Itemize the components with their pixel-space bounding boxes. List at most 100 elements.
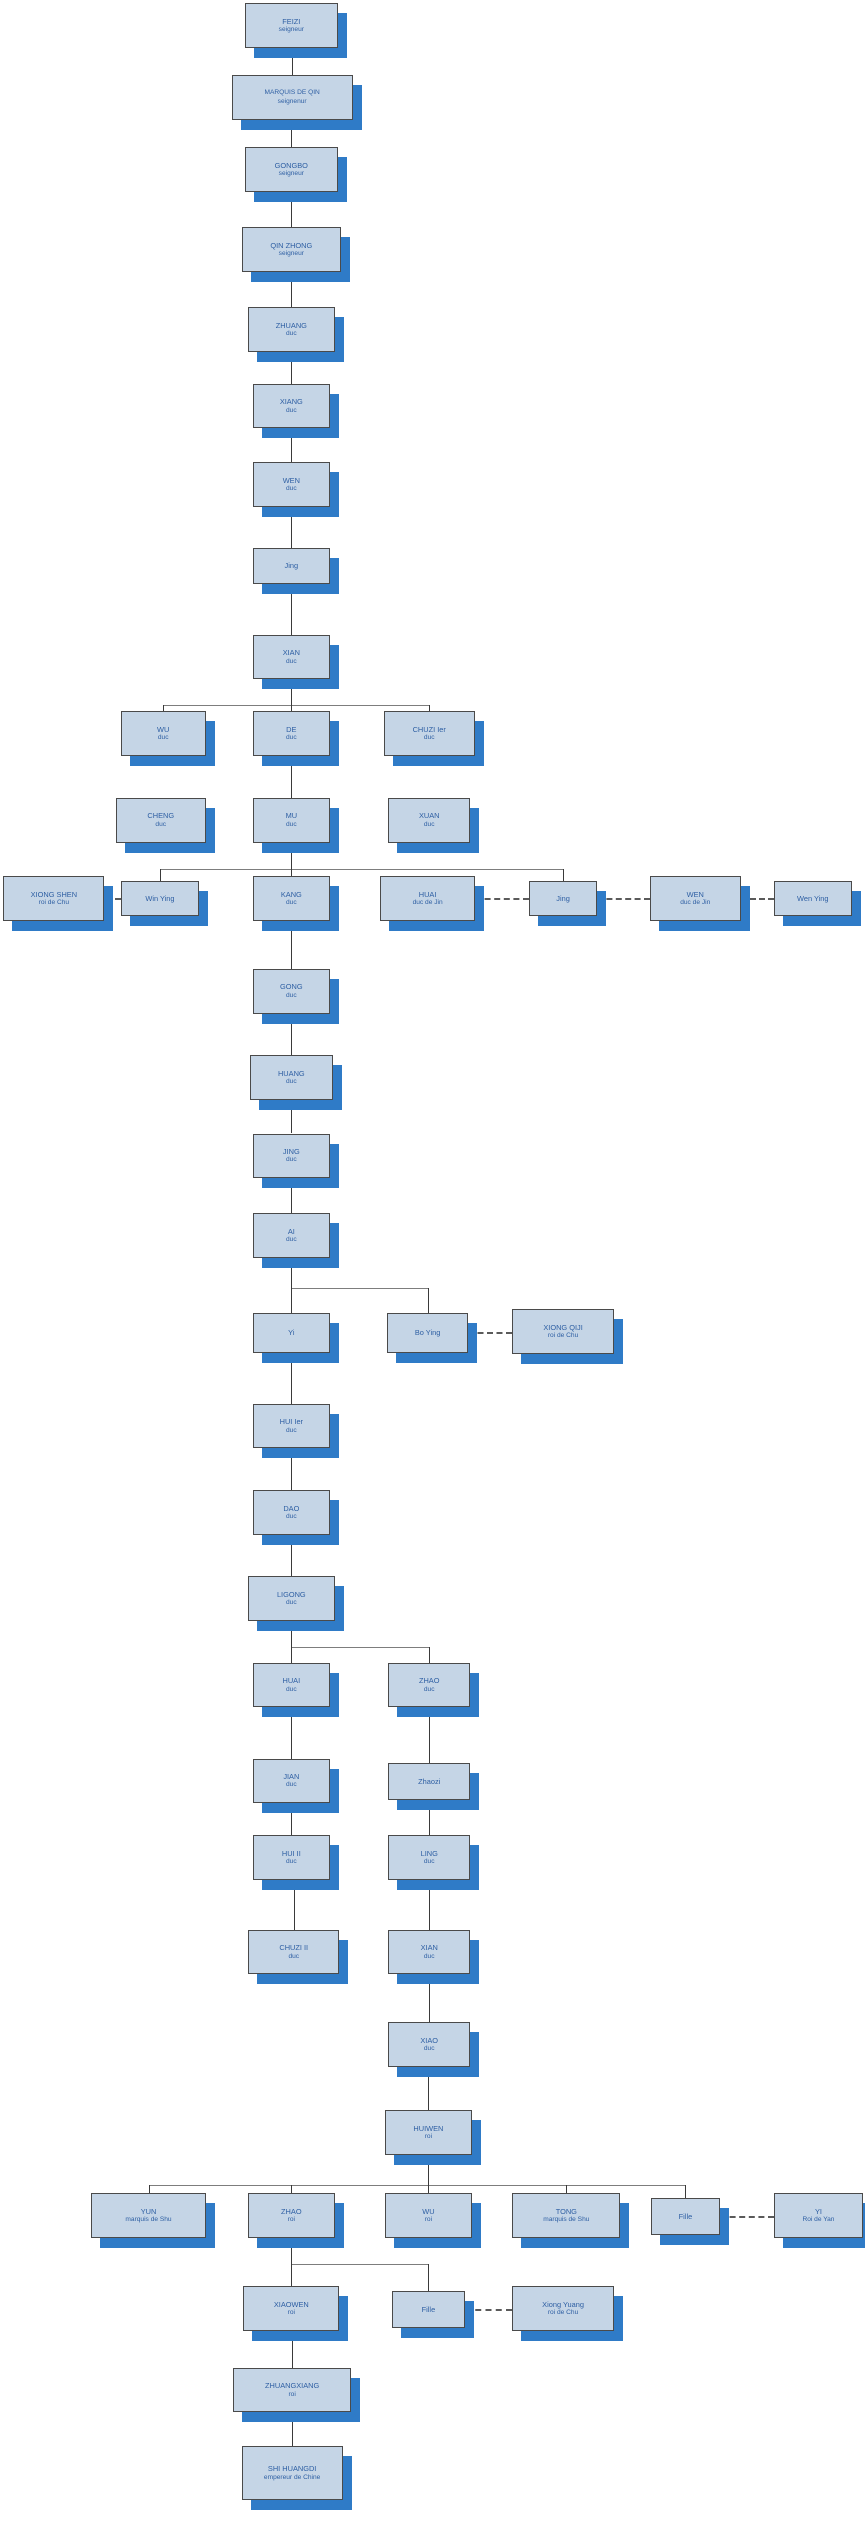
connector-line [163,705,430,707]
person-title: duc [157,734,169,742]
person-name: LIGONG [276,1589,306,1599]
person-name: XIAO [420,2036,439,2046]
connector-line [291,1448,293,1491]
person-node-winying[interactable]: Win Ying [120,880,200,917]
person-node-jing2[interactable]: Jing [528,880,598,917]
connector-line [291,2185,293,2194]
person-name: YI [814,2207,822,2217]
person-node-jing1[interactable]: Jing [252,548,330,584]
connector-line [428,2067,430,2111]
person-name: Win Ying [145,893,175,903]
person-name: HUAI [282,1676,301,1686]
person-title: seigneur [278,249,304,257]
person-node-yi1[interactable]: Yi [252,1312,330,1353]
connector-line [429,1707,431,1764]
person-name: Zhaozi [418,1777,441,1787]
connector-line [291,842,293,869]
connector-line [429,1974,431,2023]
person-name: HUAI [418,889,437,899]
connector-line [291,1534,293,1577]
connector-line [291,920,293,969]
marriage-link [468,1332,513,1335]
person-node-boying[interactable]: Bo Ying [386,1312,469,1353]
person-name: AI [287,1227,295,1237]
connector-line [291,506,293,549]
person-title: duc [288,1952,300,1960]
connector-line [291,2264,429,2266]
person-name: JIAN [283,1772,300,1782]
person-name: Xiong Yuang [542,2299,584,2309]
person-title: duc [423,734,435,742]
person-title: duc [286,1078,297,1086]
person-node-zhaozi[interactable]: Zhaozi [388,1763,471,1801]
person-name: ZHUANGXIANG [265,2381,320,2391]
person-node-fille1[interactable]: Fille [651,2198,720,2236]
connector-line [429,705,431,712]
person-name: XIONG QIJI [543,1322,583,1332]
connector-line [429,1880,431,1930]
marriage-link [740,898,774,901]
person-name: Jing [556,893,570,903]
connector-line [566,2185,568,2194]
marriage-link [597,898,650,901]
person-title: duc [423,1858,435,1866]
person-title: empereur de Chine [263,2473,321,2481]
person-name: HUANG [277,1068,305,1078]
person-title: duc [286,820,297,828]
connector-line [291,756,293,798]
person-title: duc [286,898,297,906]
person-name: TONG [555,2207,577,2217]
person-node-wenying[interactable]: Wen Ying [773,880,852,917]
person-title: duc [286,734,297,742]
person-name: XIONG SHEN [30,889,78,899]
person-name: WU [157,725,170,735]
person-title: roi [287,2309,295,2317]
connector-line [428,2264,430,2291]
person-node-fille2[interactable]: Fille [391,2290,466,2328]
